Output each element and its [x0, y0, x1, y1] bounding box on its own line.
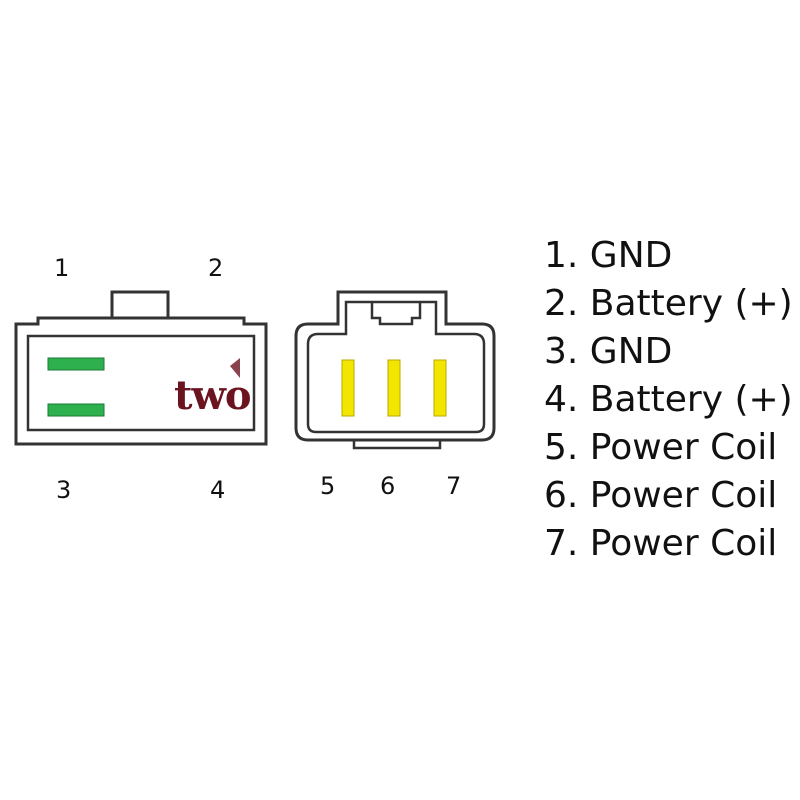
- legend-item-2: 2. Battery (+): [544, 283, 793, 324]
- pin-4-blade-smudge: [230, 358, 240, 378]
- legend-item-1: 1. GND: [544, 235, 673, 276]
- pin-4-blade: [47, 403, 105, 417]
- pin-label-7: 7: [446, 472, 462, 500]
- pin-6-blade: [387, 359, 401, 417]
- pin-label-5: 5: [320, 472, 336, 500]
- pin-5-blade: [341, 359, 355, 417]
- connector-b: [294, 290, 496, 450]
- connector-b-bottom-key: [352, 440, 442, 450]
- pin-label-1: 1: [54, 254, 70, 282]
- legend-item-6: 6. Power Coil: [544, 475, 778, 516]
- connector-b-housing: [294, 290, 496, 442]
- pin-7-blade: [433, 359, 447, 417]
- connector-b-inner-wall: [306, 300, 486, 434]
- pin-label-2: 2: [208, 254, 224, 282]
- pin-3-blade: [47, 357, 105, 371]
- legend-item-7: 7. Power Coil: [544, 523, 778, 564]
- pin-legend: 1. GND 2. Battery (+) 3. GND 4. Battery …: [544, 232, 793, 568]
- overlay-text: two: [174, 372, 252, 419]
- legend-item-3: 3. GND: [544, 331, 673, 372]
- pin-label-3: 3: [56, 476, 72, 504]
- pin-label-6: 6: [380, 472, 396, 500]
- pin-label-4: 4: [210, 476, 226, 504]
- connector-a: [14, 290, 268, 446]
- connector-a-inner-cavity: [26, 334, 256, 432]
- legend-item-4: 4. Battery (+): [544, 379, 793, 420]
- connector-b-latch: [370, 302, 422, 326]
- legend-item-5: 5. Power Coil: [544, 427, 778, 468]
